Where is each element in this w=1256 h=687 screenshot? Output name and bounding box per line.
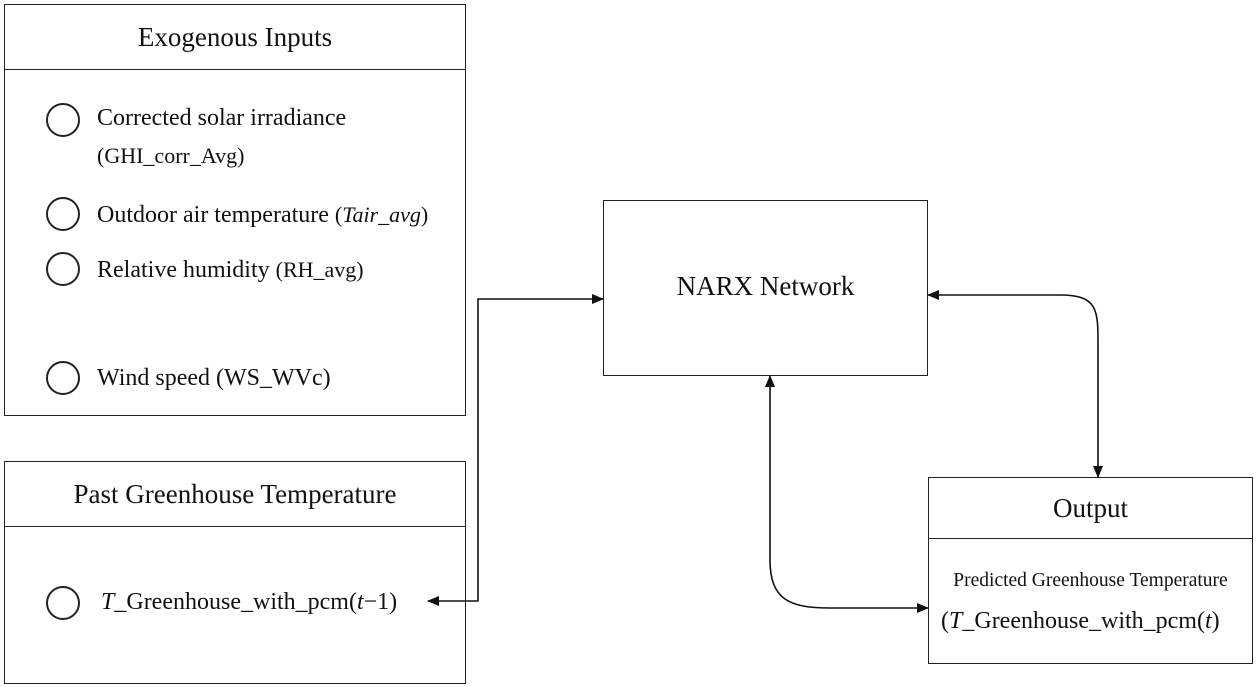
- output-subtitle: Predicted Greenhouse Temperature: [953, 570, 1228, 591]
- input-label-wind: Wind speed: [97, 365, 211, 391]
- exogenous-inputs-box: Exogenous Inputs Corrected solar irradia…: [4, 4, 466, 416]
- arrow-narx-to-output-bottom: [765, 375, 929, 613]
- input-bullet-circle: [46, 197, 80, 231]
- input-var-solar: (GHI_corr_Avg): [97, 143, 245, 168]
- output-title: Output: [929, 478, 1252, 539]
- input-bullet-circle: [46, 103, 80, 137]
- past-temperature-title: Past Greenhouse Temperature: [5, 462, 465, 527]
- narx-network-label: NARX Network: [676, 271, 855, 301]
- past-temperature-box: Past Greenhouse Temperature T_Greenhouse…: [4, 461, 466, 684]
- input-label-humidity: Relative humidity: [97, 257, 270, 283]
- input-bullet-circle: [46, 252, 80, 286]
- output-box: Output Predicted Greenhouse Temperature …: [928, 477, 1253, 664]
- input-label-solar: Corrected solar irradiance: [97, 105, 347, 131]
- input-var-humidity: (RH_avg): [275, 257, 364, 282]
- input-bullet-circle: [46, 361, 80, 395]
- output-variable: (T_Greenhouse_with_pcm(t): [941, 608, 1220, 634]
- input-label-air-temp: Outdoor air temperature: [97, 202, 329, 228]
- narx-network-box: NARX Network: [603, 200, 928, 376]
- arrow-narx-to-output-right: [927, 290, 1103, 478]
- exogenous-inputs-title: Exogenous Inputs: [5, 5, 465, 70]
- input-var-wind: (WS_WVc): [216, 365, 331, 391]
- input-bullet-circle: [46, 586, 80, 620]
- input-var-air-temp: (Tair_avg): [334, 202, 429, 227]
